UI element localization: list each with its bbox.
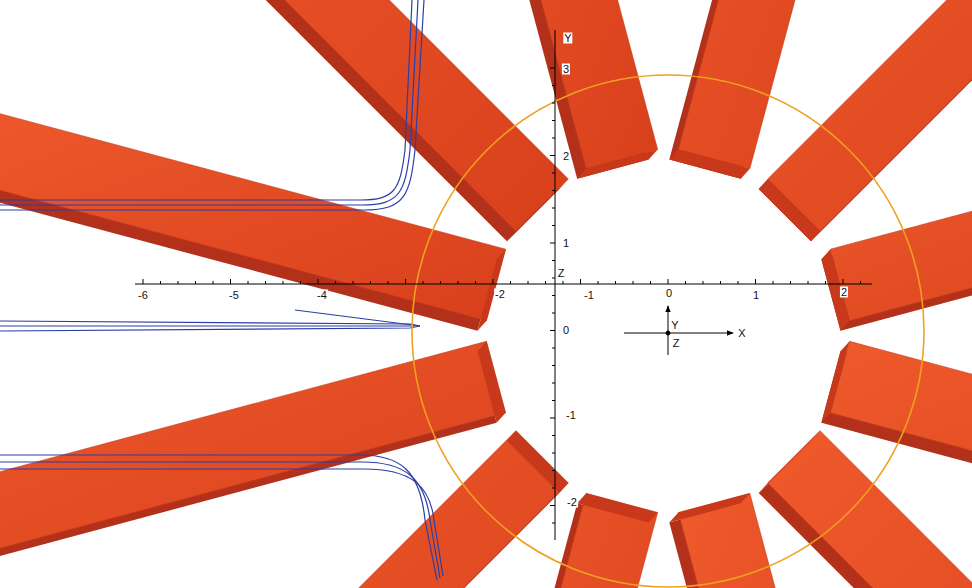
axis-label: 2 xyxy=(562,151,570,162)
axis-label: 0 xyxy=(665,288,673,299)
bar-face xyxy=(436,0,658,169)
bar-end xyxy=(507,431,568,493)
electrode-bar xyxy=(759,0,972,241)
axis-label: -2 xyxy=(566,497,578,508)
bar-end xyxy=(669,493,749,522)
axis-label: -1 xyxy=(565,410,577,421)
bar-end xyxy=(759,179,820,241)
bar-face xyxy=(768,0,972,231)
axis-label: 2 xyxy=(840,287,848,298)
bar-face xyxy=(768,431,972,588)
axis-label: -1 xyxy=(583,290,595,301)
bar-face xyxy=(0,341,506,563)
bar-end xyxy=(821,249,849,330)
bar-end xyxy=(669,149,749,178)
axis-triad xyxy=(624,306,733,355)
bar-face xyxy=(830,99,972,321)
bar-end xyxy=(477,341,505,422)
reference-circle xyxy=(412,75,924,587)
axis-label: -6 xyxy=(137,290,149,301)
electrode-bar xyxy=(669,493,900,588)
ion-trajectories xyxy=(0,0,443,580)
axis-label: -5 xyxy=(228,290,240,301)
electrode-bar xyxy=(0,341,506,573)
bar-end xyxy=(821,341,849,422)
axis-label: 3 xyxy=(562,64,570,75)
electrode-bar xyxy=(759,431,972,588)
axis-label: -2 xyxy=(494,289,506,300)
electrode-bar xyxy=(427,0,658,179)
axis-label: Y xyxy=(563,33,572,44)
bar-end xyxy=(577,149,657,178)
axis-label: Z xyxy=(557,268,566,279)
axis-label: Z xyxy=(672,338,681,349)
bar-end xyxy=(577,493,657,522)
bar-end xyxy=(507,179,568,241)
axes xyxy=(135,30,872,540)
bar-face xyxy=(104,0,568,231)
axis-label: Y xyxy=(670,320,679,331)
bar-end xyxy=(477,249,505,330)
axis-label: 0 xyxy=(562,325,570,336)
axis-label: X xyxy=(737,328,746,339)
bar-end xyxy=(759,431,820,493)
axis-label: 1 xyxy=(562,238,570,249)
axis-label: -4 xyxy=(316,290,328,301)
axis-label: 1 xyxy=(752,290,760,301)
